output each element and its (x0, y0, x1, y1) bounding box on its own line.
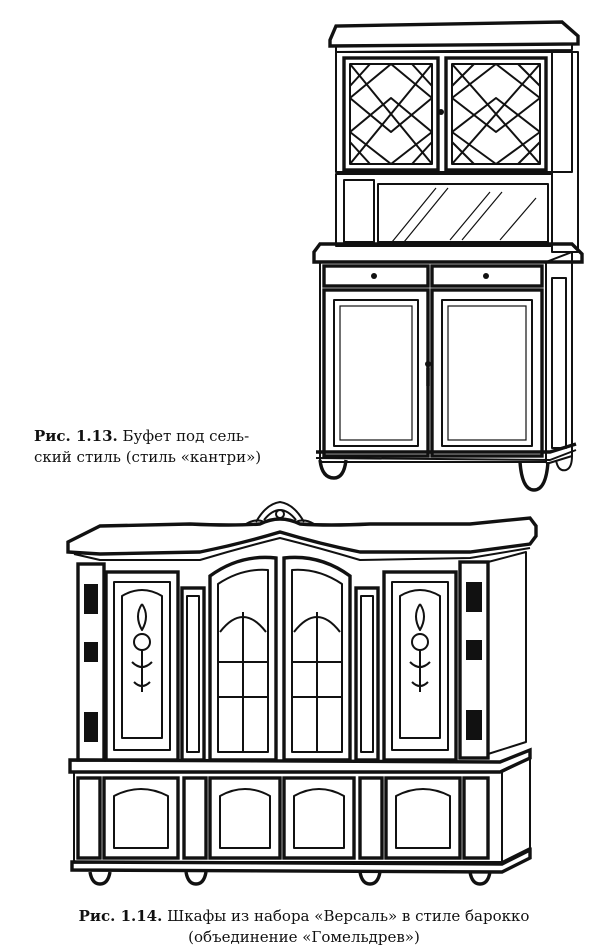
caption-text: Буфет под сель- (122, 427, 250, 445)
caption-fig-1-14: Рис. 1.14. Шкафы из набора «Версаль» в с… (0, 906, 608, 948)
caption-text: Шкафы из набора «Версаль» в стиле барокк… (167, 907, 530, 925)
caption-number: Рис. 1.14. (78, 907, 163, 925)
caption-text-continued: ский стиль (стиль «кантри») (34, 448, 262, 466)
buffet-illustration (300, 8, 590, 498)
caption-number: Рис. 1.13. (34, 427, 118, 445)
caption-fig-1-13: Рис. 1.13. Буфет под сель- ский стиль (с… (34, 426, 294, 468)
baroque-cabinet-illustration (60, 492, 548, 892)
caption-text-continued: (объединение «Гомельдрев») (188, 928, 420, 946)
